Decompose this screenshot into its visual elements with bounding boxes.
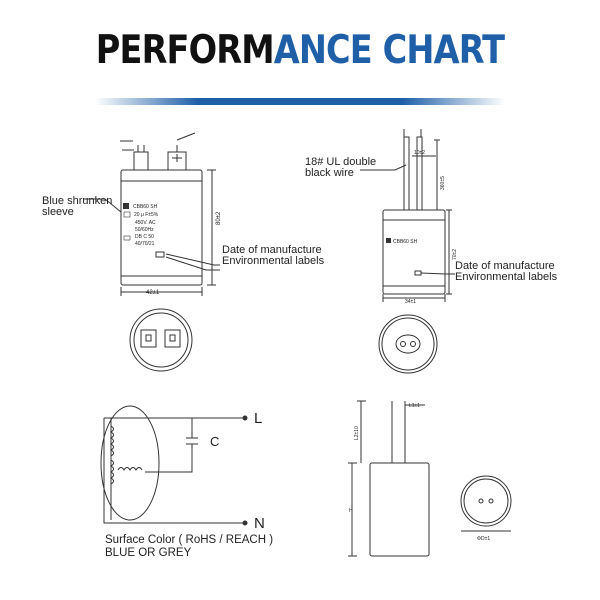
- left-capacitor-body: [120, 132, 216, 296]
- ul-mark-icon: [123, 211, 131, 218]
- page-title: PERFORMANCE CHART: [42, 28, 558, 73]
- sleeve-callout-line: [84, 198, 122, 213]
- left-date-label: Date of manufacture: [222, 244, 322, 256]
- wire-callout-line: [360, 164, 407, 171]
- surface-color-label: Surface Color ( RoHS / REACH ): [105, 534, 274, 546]
- left-model-text: CBB60 SH: [133, 204, 158, 210]
- right-date-callout-line: [420, 272, 455, 275]
- right-env-label: Environmental labels: [455, 271, 558, 283]
- left-capacitance-text: 20 μ F±5%: [134, 212, 159, 218]
- title-underline: [95, 98, 505, 105]
- terminal-n: N: [254, 515, 265, 532]
- capacitor-symbol-label: C: [210, 434, 219, 449]
- cqc-mark-icon: [123, 235, 131, 241]
- diameter-dim: ΦD±1: [477, 536, 490, 542]
- outline-drawing: [348, 400, 512, 557]
- left-voltage-text: 450V. AC: [135, 220, 156, 226]
- left-capacitor-top-view: [129, 308, 193, 372]
- env-callout-line: [165, 256, 220, 271]
- title-part-chart: CHART: [371, 28, 505, 73]
- sleeve-label-line1: Blue shrunken: [42, 195, 113, 207]
- left-climate-text: 40/70/21: [135, 241, 155, 247]
- right-strip-dim: 10±2: [414, 150, 425, 156]
- left-class-text: DB C 50: [135, 234, 154, 240]
- wiring-schematic: [100, 405, 248, 526]
- body-height-dim: H: [349, 508, 353, 514]
- right-wire-dim: 360±5: [440, 176, 446, 190]
- lead-length-dim: L2±10: [354, 426, 360, 440]
- right-capacitor-top-view: [378, 314, 438, 374]
- wire-label-line2: black wire: [305, 167, 354, 179]
- date-callout-line: [165, 253, 220, 266]
- left-height-dim: 80±2: [216, 211, 222, 225]
- left-width-dim: 42±1: [146, 290, 160, 296]
- surface-color-value: BLUE OR GREY: [105, 547, 192, 559]
- right-date-label: Date of manufacture: [455, 260, 555, 272]
- right-brand-logo-icon: [386, 238, 391, 243]
- title-part-dark: PERFORM: [95, 28, 275, 73]
- pitch-dim: L1±1: [409, 403, 420, 409]
- right-width-dim: 34±1: [405, 299, 416, 305]
- left-frequency-text: 50/60Hz: [135, 227, 154, 233]
- sleeve-label-line2: sleeve: [42, 206, 74, 218]
- right-model-text: CBB60 SH: [393, 239, 418, 245]
- left-env-label: Environmental labels: [222, 255, 325, 267]
- left-brand-logo-icon: [123, 203, 129, 209]
- terminal-l: L: [254, 410, 262, 427]
- title-part-blue: ANCE: [273, 28, 373, 73]
- right-capacitor-body: [382, 129, 452, 302]
- wire-label-line1: 18# UL double: [305, 156, 377, 168]
- right-height-dim: 70±2: [452, 249, 458, 260]
